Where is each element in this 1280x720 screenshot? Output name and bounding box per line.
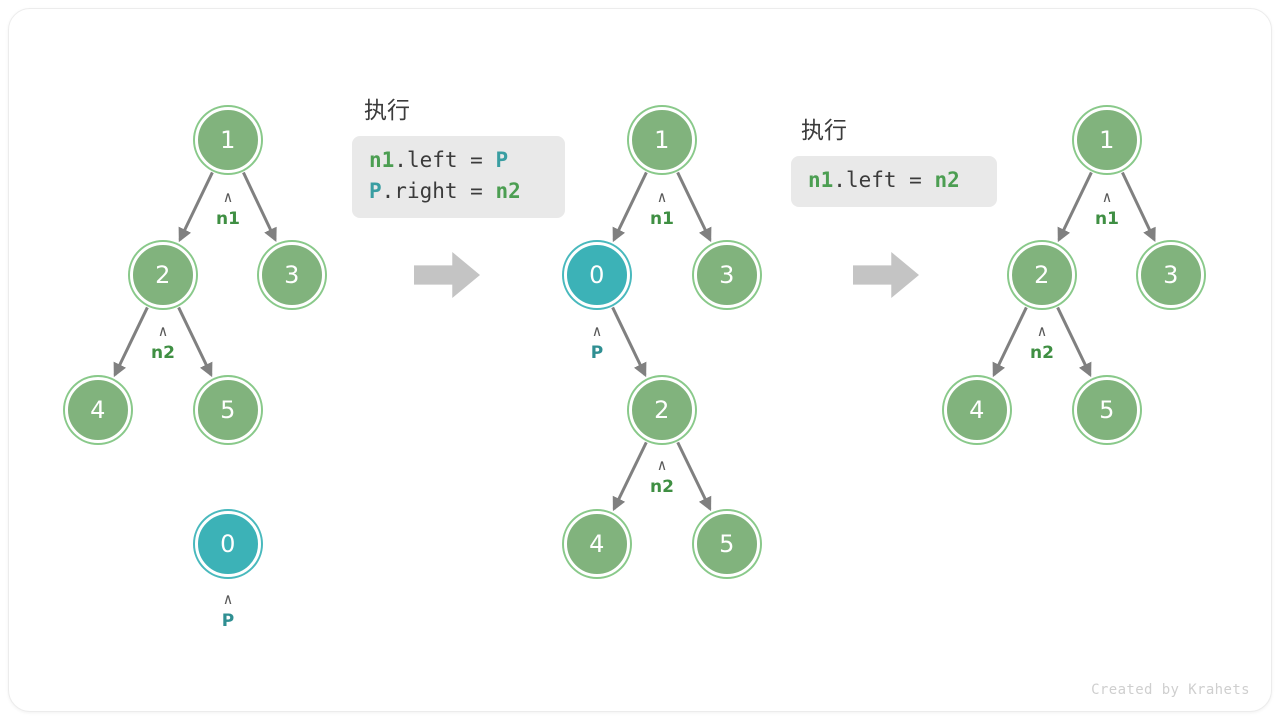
code-token: .right =	[381, 179, 496, 203]
flow-arrow-1	[414, 252, 480, 298]
tree-node-1: 1	[629, 107, 695, 173]
pointer-label-n1: n1	[650, 209, 674, 229]
exec-label-step-2: 执行	[801, 118, 847, 144]
tree-node-5: 5	[1074, 377, 1140, 443]
tree-edge	[611, 306, 647, 378]
code-token: P	[369, 179, 382, 203]
tree-edge	[612, 441, 648, 512]
flow-arrows	[414, 252, 919, 298]
tree-node-4: 4	[944, 377, 1010, 443]
tree-edge	[1057, 171, 1093, 243]
pointer-label-n2: n2	[650, 477, 674, 497]
tree-node-0: 0	[564, 242, 630, 308]
watermark-credit: Created by Krahets	[1091, 682, 1250, 698]
exec-label-step-1: 执行	[364, 98, 410, 124]
code-token: P	[495, 148, 509, 172]
tree-node-1: 1	[1074, 107, 1140, 173]
code-line: P.right = n2	[369, 176, 548, 207]
pointer-label-P: P	[221, 611, 235, 631]
pointer-caret-n1: ∧	[223, 188, 233, 206]
tree-node-5: 5	[694, 511, 760, 577]
tree-node-4: 4	[65, 377, 131, 443]
tree-node-2: 2	[1009, 242, 1075, 308]
code-token: n2	[934, 168, 960, 192]
tree-node-3: 3	[1138, 242, 1204, 308]
code-token: n1	[369, 148, 395, 172]
tree-node-4: 4	[564, 511, 630, 577]
tree-edges	[113, 171, 1156, 512]
code-box-step-2: n1.left = n2	[791, 156, 997, 207]
pointer-caret-n2: ∧	[657, 456, 667, 474]
tree-node-2: 2	[629, 377, 695, 443]
code-token: n2	[495, 179, 521, 203]
pointer-caret-n2: ∧	[158, 322, 168, 340]
flow-arrow-2	[853, 252, 919, 298]
code-token: n1	[808, 168, 834, 192]
code-token: .left =	[833, 168, 935, 192]
tree-edge	[1121, 171, 1156, 243]
pointer-caret-n1: ∧	[1102, 188, 1112, 206]
tree-node-3: 3	[259, 242, 325, 308]
tree-edge	[676, 441, 712, 512]
pointer-label-n1: n1	[216, 209, 240, 229]
tree-edge	[178, 171, 214, 243]
pointer-caret-n1: ∧	[657, 188, 667, 206]
pointer-label-n1: n1	[1095, 209, 1119, 229]
tree-node-1: 1	[195, 107, 261, 173]
tree-node-0: 0	[195, 511, 261, 577]
tree-node-2: 2	[130, 242, 196, 308]
code-token: .left =	[394, 148, 496, 172]
tree-edge	[676, 171, 712, 243]
code-line: n1.left = n2	[808, 165, 980, 196]
pointer-caret-P: ∧	[223, 590, 233, 608]
tree-edge	[113, 306, 149, 378]
tree-node-3: 3	[694, 242, 760, 308]
tree-edge	[1056, 306, 1092, 378]
pointer-label-P: P	[590, 343, 604, 363]
tree-edge	[612, 171, 648, 243]
code-line: n1.left = P	[369, 145, 548, 176]
tree-node-5: 5	[195, 377, 261, 443]
pointer-label-n2: n2	[151, 343, 175, 363]
tree-edge	[242, 171, 277, 243]
pointer-caret-n2: ∧	[1037, 322, 1047, 340]
pointer-label-n2: n2	[1030, 343, 1054, 363]
tree-edge	[177, 306, 213, 378]
tree-edge	[992, 306, 1028, 378]
pointer-caret-P: ∧	[592, 322, 602, 340]
